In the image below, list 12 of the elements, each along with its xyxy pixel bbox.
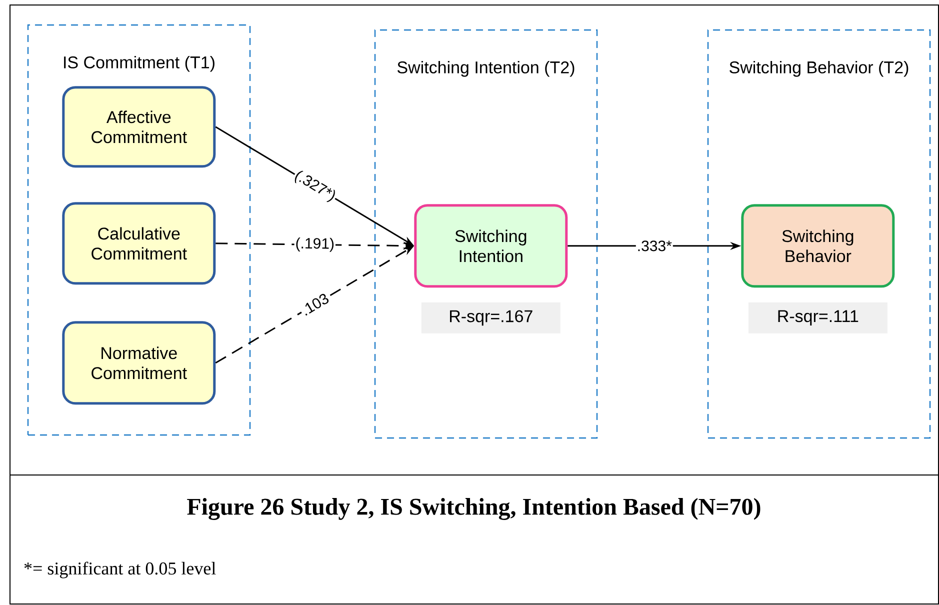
footnote: *= significant at 0.05 level — [24, 562, 216, 578]
rounded-box: Switching Behavior — [741, 204, 895, 288]
edge-label: (.191) — [294, 236, 336, 253]
rounded-box: Calculative Commitment — [62, 202, 216, 285]
rounded-box: Affective Commitment — [62, 86, 216, 168]
value-box: R-sqr=.167 — [421, 302, 560, 334]
value-box: R-sqr=.111 — [748, 302, 888, 334]
rounded-box: Normative Commitment — [62, 321, 216, 405]
figure-caption: Figure 26 Study 2, IS Switching, Intention Based (N=70) — [187, 498, 760, 520]
edge-label: .103 — [298, 291, 332, 318]
rounded-box: Switching Intention — [414, 204, 568, 288]
edge-label: .333* — [636, 240, 673, 252]
